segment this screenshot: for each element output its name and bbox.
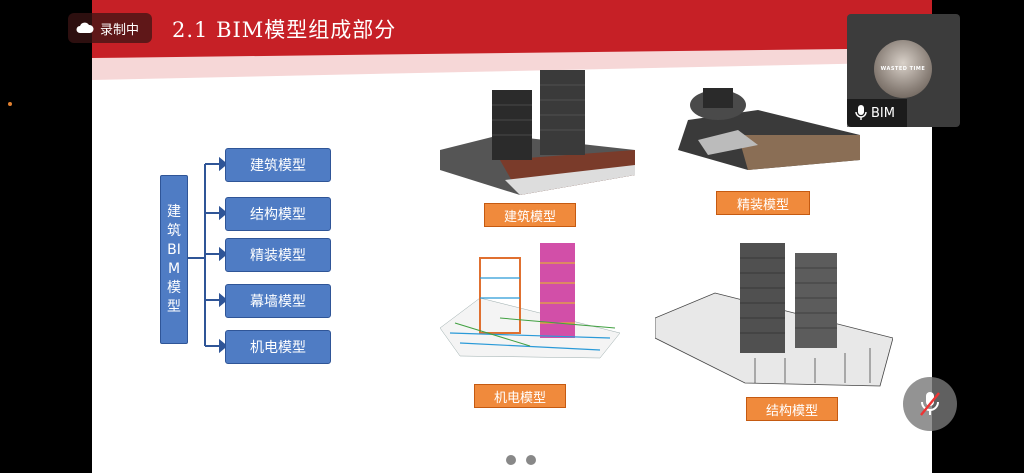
recording-badge[interactable]: 录制中 — [68, 13, 152, 43]
microphone-muted-icon — [920, 392, 940, 416]
participant-avatar: WASTED TIME — [874, 40, 932, 98]
structure-model-image — [655, 243, 893, 387]
indicator-dot — [8, 102, 12, 106]
tree-node-mep: 机电模型 — [225, 330, 331, 364]
tree-root-label: 建筑BIM模型 — [167, 203, 181, 315]
image-label-architecture: 建筑模型 — [484, 203, 576, 227]
image-label-structure: 结构模型 — [746, 397, 838, 421]
tree-node-structure: 结构模型 — [225, 197, 331, 231]
tree-node-architecture: 建筑模型 — [225, 148, 331, 182]
banner-wedge — [92, 40, 932, 80]
page-dot-2[interactable] — [526, 455, 536, 465]
avatar-text: WASTED TIME — [880, 66, 926, 72]
recording-label: 录制中 — [100, 22, 140, 38]
participant-name: BIM — [871, 105, 895, 121]
tree-root: 建筑BIM模型 — [160, 175, 188, 344]
tree-node-curtain-wall: 幕墙模型 — [225, 284, 331, 318]
mep-model-image — [440, 243, 620, 359]
image-label-mep: 机电模型 — [474, 384, 566, 408]
page-indicator — [506, 455, 536, 465]
architecture-model-image — [440, 70, 635, 195]
participant-video-thumbnail[interactable]: WASTED TIME BIM — [847, 14, 960, 127]
cloud-icon — [76, 22, 94, 33]
microphone-icon — [855, 105, 867, 120]
tree-node-interior: 精装模型 — [225, 238, 331, 272]
participant-name-bar: BIM — [847, 99, 907, 127]
mute-microphone-button[interactable] — [903, 377, 957, 431]
slide-title: 2.1 BIM模型组成部分 — [172, 18, 397, 42]
interior-model-image — [678, 88, 860, 170]
page-dot-1[interactable] — [506, 455, 516, 465]
image-label-interior: 精装模型 — [716, 191, 810, 215]
